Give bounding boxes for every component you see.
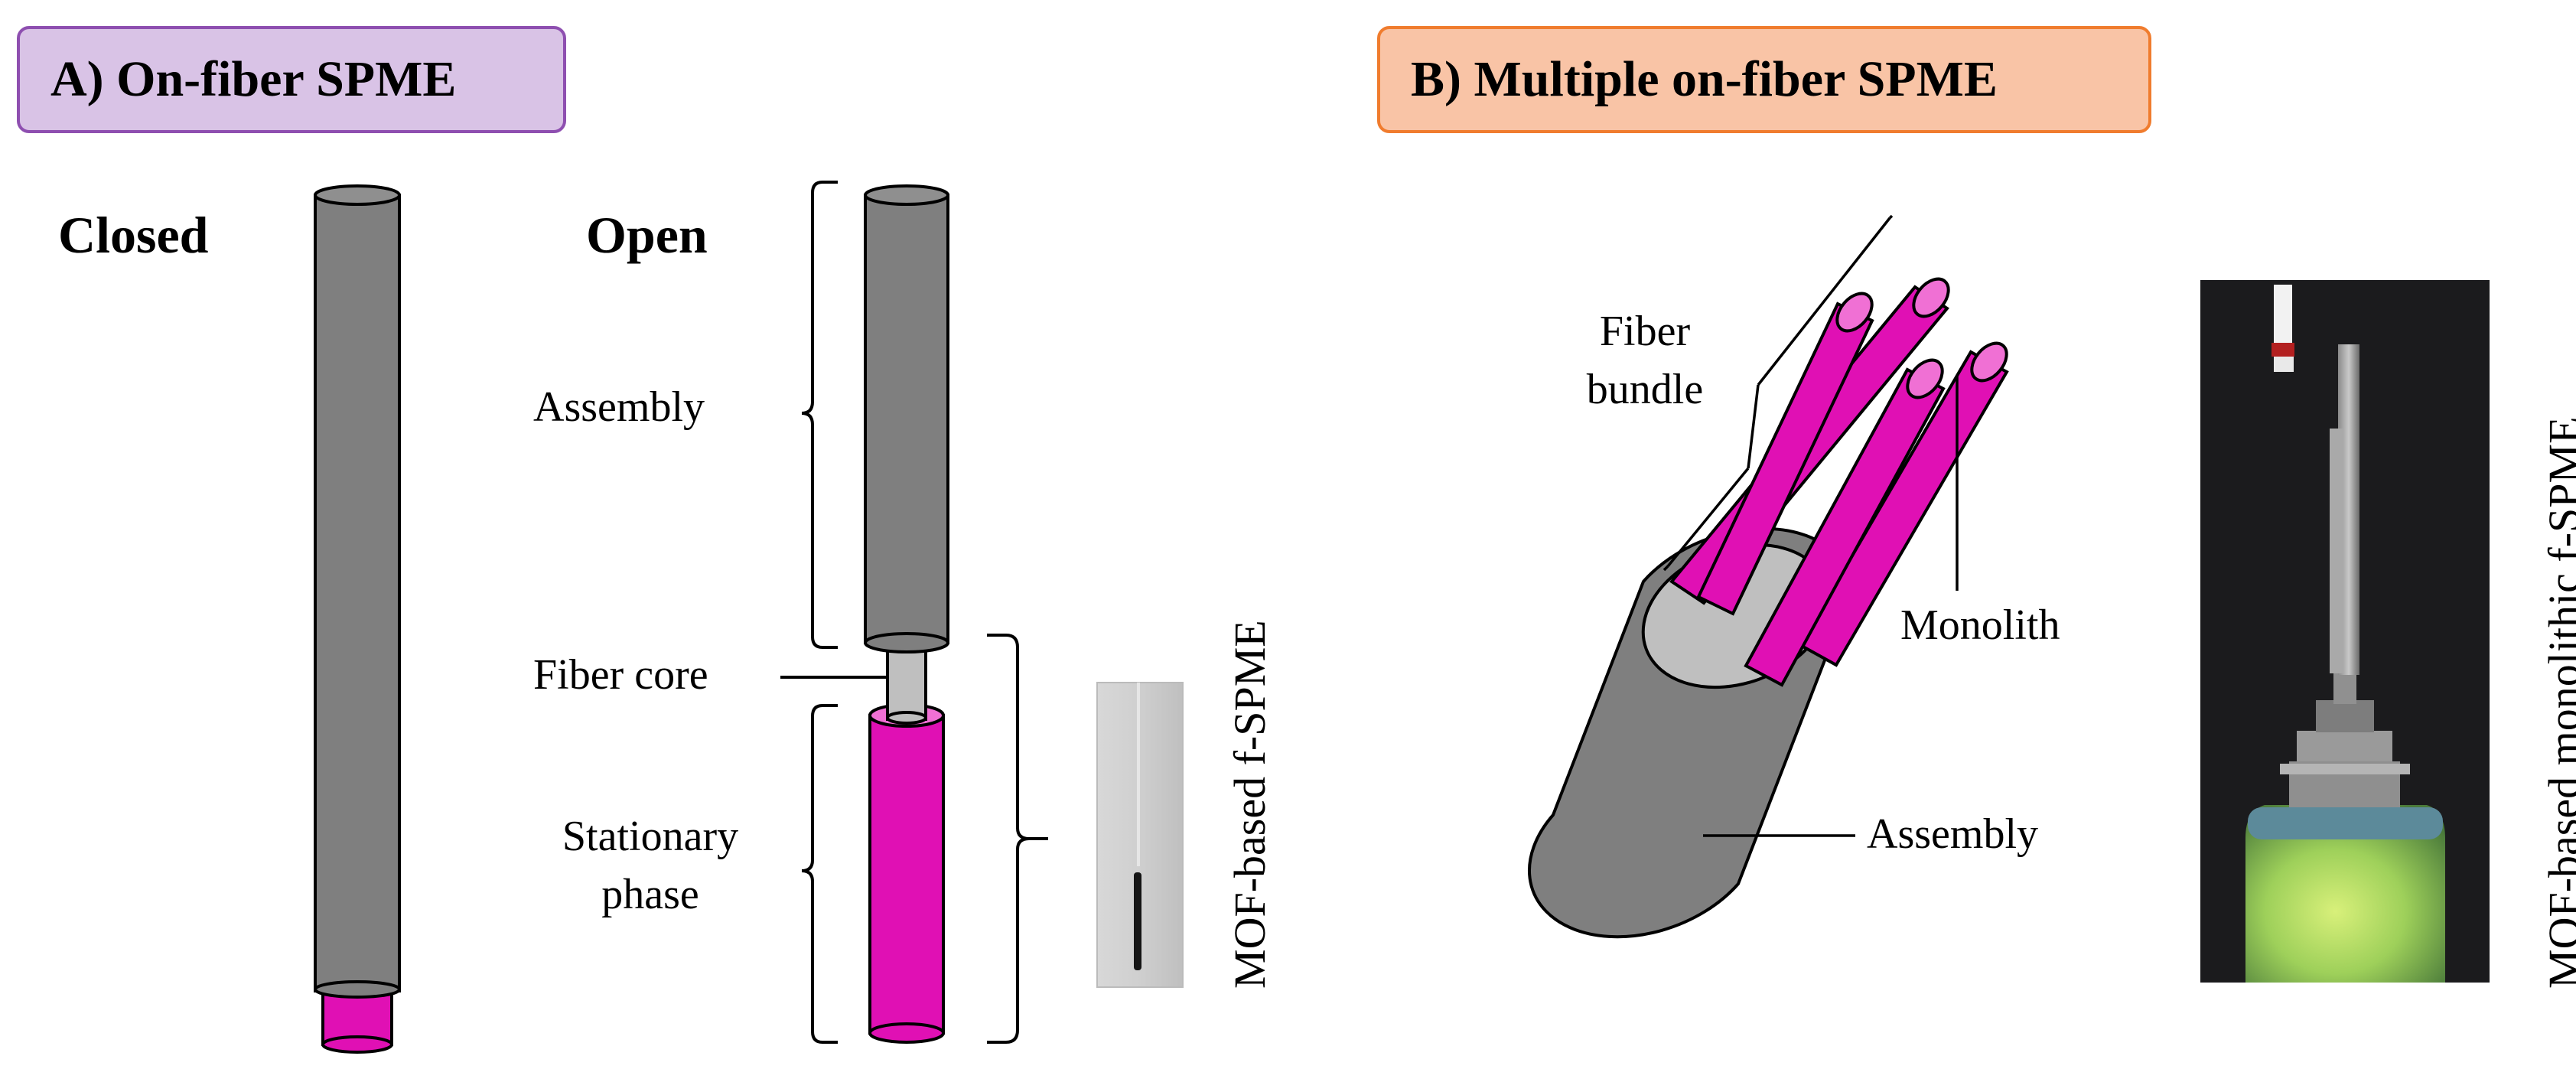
fiber-core-label: Fiber core — [533, 651, 708, 699]
stationary-phase-line1: Stationary — [562, 813, 739, 860]
monolith-label: Monolith — [1900, 601, 2060, 649]
fiber-rod-front — [1744, 358, 1946, 687]
panel-a-brackets — [780, 181, 1048, 1044]
fiber-bundle-bracket — [1666, 217, 1891, 568]
stationary-phase-label: Stationary phase — [536, 807, 765, 924]
fiber-bundle-label: Fiber bundle — [1538, 302, 1752, 419]
stationary-bracket — [801, 704, 838, 1044]
fiber-bundle-line1: Fiber — [1599, 308, 1691, 355]
fiber-bundle-line2: bundle — [1586, 366, 1704, 413]
assembly-label-a: Assembly — [533, 383, 705, 431]
panel-b-photo — [2200, 280, 2490, 983]
open-fiber — [864, 184, 949, 1044]
fiber-rod-right — [1798, 341, 2009, 667]
panel-b-annotations — [1663, 214, 1959, 837]
closed-label: Closed — [58, 206, 209, 264]
fiber-rods — [1669, 277, 2009, 687]
assembly-bracket — [801, 181, 838, 649]
right-bracket — [987, 634, 1048, 1044]
closed-fiber — [314, 184, 401, 1054]
assembly-label-b: Assembly — [1867, 810, 2038, 858]
panel-b-title: B) Multiple on-fiber SPME — [1377, 26, 2151, 133]
panel-a-title: A) On-fiber SPME — [17, 26, 566, 133]
fiber-rod-left — [1696, 292, 1874, 616]
stationary-phase-line2: phase — [601, 871, 699, 918]
panel-a-photo — [1096, 682, 1184, 988]
open-label: Open — [586, 206, 708, 264]
